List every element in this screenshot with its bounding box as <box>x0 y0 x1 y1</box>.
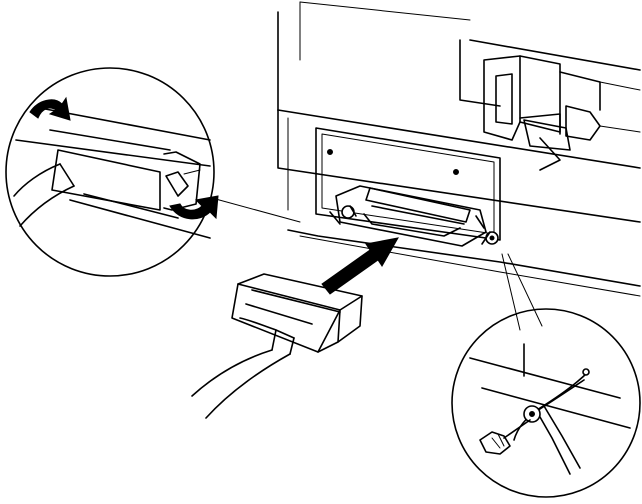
cable-connector <box>231 273 363 355</box>
rotate-arrow-icon <box>169 195 219 220</box>
zoom-detail-clip <box>5 67 301 277</box>
zoom-detail-ground-screw <box>451 253 641 498</box>
parallel-port <box>329 185 499 247</box>
cable <box>191 349 291 419</box>
printer-body <box>277 1 641 297</box>
arrow-right-icon <box>321 237 399 295</box>
rear-paper-guide <box>483 55 641 171</box>
rotate-arrow-icon <box>29 96 71 121</box>
